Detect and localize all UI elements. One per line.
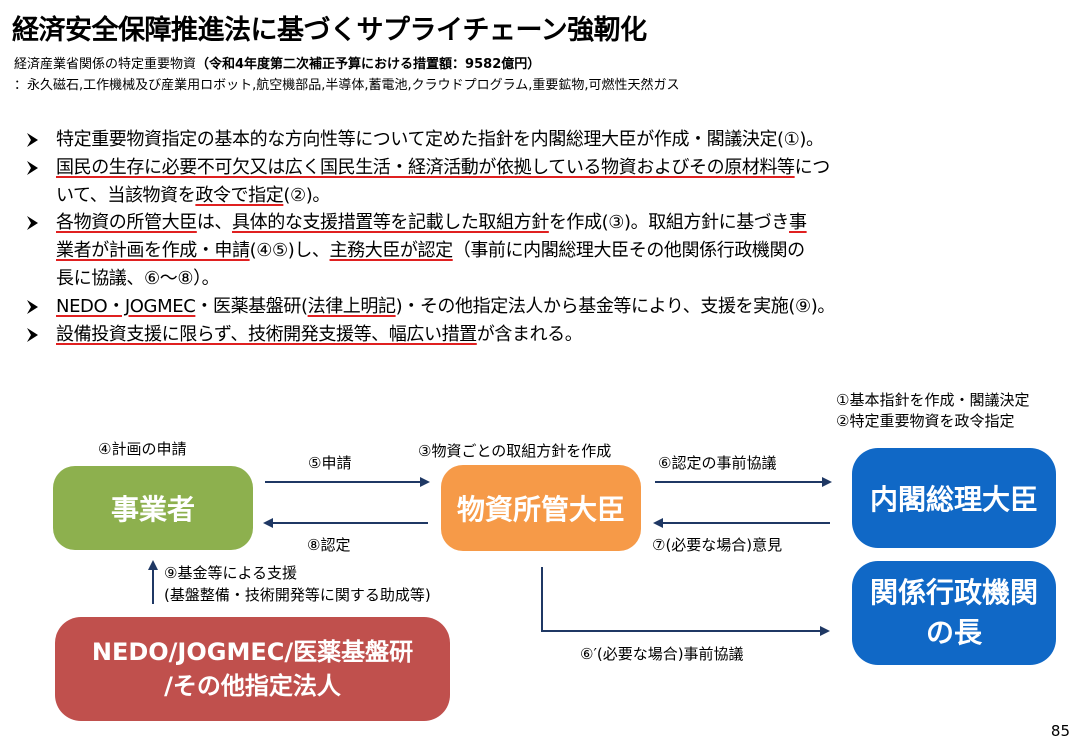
label-consult: ⑥認定の事前協議	[658, 454, 777, 472]
designated-corp-box: NEDO/JOGMEC/医薬基盤研 /その他指定法人	[55, 617, 450, 721]
bullet-text-underlined: 設備投資支援に限らず、技術開発支援等、幅広い措置	[56, 323, 477, 345]
bullet-item-continued: いて、当該物資を政令で指定(②)。	[22, 182, 1080, 210]
bullet-text-underlined: 業者が計画を作成・申請	[56, 240, 250, 262]
note-basic-policy: ①基本指針を作成・閣議決定	[836, 391, 1030, 409]
bullet-arrow-icon	[27, 160, 38, 175]
subtitle-line-1: 経済産業省関係の特定重要物資（令和4年度第二次補正予算における措置額：9582億…	[14, 53, 540, 72]
bullet-text-underlined: 政令で指定	[195, 184, 284, 206]
prime-minister-label: 内閣総理大臣	[869, 483, 1038, 516]
bullet-item-continued: 長に協議、⑥～⑧）。	[22, 265, 1080, 293]
bullet-text-underlined: 国民の生存に必要不可欠又は広く国民生活・経済活動が依拠している物資およびその原材…	[56, 156, 795, 178]
bullet-arrow-icon	[27, 216, 38, 231]
designated-corp-label-line-2: /その他指定法人	[164, 672, 341, 700]
label-opinion: ⑦(必要な場合)意見	[652, 536, 783, 554]
bullet-item: 各物資の所管大臣は、具体的な支援措置等を記載した取組方針を作成(③)。取組方針に…	[22, 209, 1080, 237]
bullet-arrow-icon	[27, 327, 38, 342]
page-title: 経済安全保障推進法に基づくサプライチェーン強靭化	[12, 15, 647, 46]
label-fund-detail: (基盤整備・技術開発等に関する助成等)	[164, 586, 431, 604]
label-fund-support: ⑨基金等による支援	[164, 564, 297, 582]
label-consult2: ⑥′(必要な場合)事前協議	[580, 645, 744, 663]
label-plan-application: ④計画の申請	[98, 440, 187, 458]
subtitle-line-2: ：永久磁石,工作機械及び産業用ロボット,航空機部品,半導体,蓄電池,クラウドプロ…	[14, 78, 680, 93]
bullet-text: (②)。	[283, 184, 330, 206]
bullet-text: を作成(③)。取組方針に基づき	[548, 212, 790, 234]
bullet-item: NEDO・JOGMEC・医薬基盤研(法律上明記)・その他指定法人から基金等により…	[22, 293, 1080, 321]
business-box: 事業者	[53, 466, 253, 550]
prime-minister-box: 内閣総理大臣	[852, 448, 1056, 548]
bullet-text: いて、当該物資を	[56, 184, 196, 206]
bullet-list: 特定重要物資指定の基本的な方向性等について定めた指針を内閣総理大臣が作成・閣議決…	[22, 126, 1080, 348]
bullet-text: )・その他指定法人から基金等により、支援を実施(⑨)。	[395, 295, 836, 317]
bullet-text-underlined: 法律上明記	[307, 295, 396, 317]
bullet-text: は、	[196, 212, 233, 234]
subtitle-budget: （令和4年度第二次補正予算における措置額：9582億円）	[196, 57, 541, 72]
agency-label-line-2: の長	[925, 616, 982, 649]
bullet-text: につ	[794, 156, 831, 178]
bullet-text: （事前に内閣総理大臣その他関係行政機関の	[452, 240, 805, 262]
consult2-arrow	[541, 567, 830, 636]
label-policy: ③物資ごとの取組方針を作成	[418, 442, 612, 460]
bullet-text: 特定重要物資指定の基本的な方向性等について定めた指針を内閣総理大臣が作成・閣議決…	[56, 129, 824, 150]
bullet-item: 国民の生存に必要不可欠又は広く国民生活・経済活動が依拠している物資およびその原材…	[22, 154, 1080, 182]
designated-corp-label-line-1: NEDO/JOGMEC/医薬基盤研	[91, 638, 414, 666]
bullet-text: が含まれる。	[476, 323, 583, 345]
business-label: 事業者	[110, 493, 195, 526]
bullet-text-underlined: 主務大臣が認定	[329, 240, 454, 262]
bullet-arrow-icon	[27, 133, 38, 147]
bullet-text-underlined: 具体的な支援措置等を記載した取組方針	[232, 212, 549, 234]
minister-label: 物資所管大臣	[456, 493, 625, 526]
bullet-text: 長に協議、⑥～⑧）。	[56, 267, 220, 289]
bullet-text: (④⑤)し、	[249, 240, 330, 262]
agency-head-box: 関係行政機関 の長	[852, 561, 1056, 665]
bullet-text: ・医薬基盤研(	[195, 295, 308, 317]
bullet-item: 設備投資支援に限らず、技術開発支援等、幅広い措置が含まれる。	[22, 321, 1080, 349]
label-approve: ⑧認定	[307, 536, 351, 554]
minister-box: 物資所管大臣	[441, 465, 641, 551]
bullet-item: 特定重要物資指定の基本的な方向性等について定めた指針を内閣総理大臣が作成・閣議決…	[22, 126, 1080, 154]
label-apply: ⑤申請	[308, 454, 352, 472]
bullet-arrow-icon	[27, 299, 38, 314]
agency-label-line-1: 関係行政機関	[869, 576, 1038, 609]
bullet-text-underlined: NEDO・JOGMEC	[56, 295, 196, 317]
bullet-item-continued: 業者が計画を作成・申請(④⑤)し、主務大臣が認定（事前に内閣総理大臣その他関係行…	[22, 237, 1080, 265]
bullet-text-underlined: 各物資の所管大臣	[56, 212, 197, 234]
page-number: 85	[1050, 722, 1070, 740]
note-designation: ②特定重要物資を政令指定	[836, 412, 1015, 430]
subtitle-prefix: 経済産業省関係の特定重要物資	[14, 57, 197, 72]
bullet-text-underlined: 事	[789, 212, 807, 234]
